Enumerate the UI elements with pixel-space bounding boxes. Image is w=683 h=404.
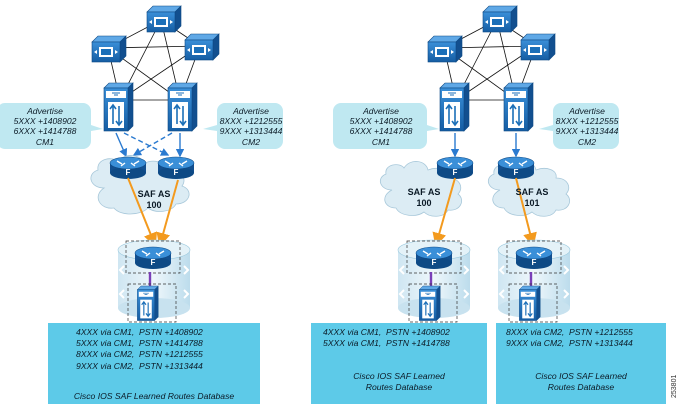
cm2-server-icon: [503, 82, 534, 132]
route-row: 5XXX via CM1, PSTN +1414788: [76, 338, 203, 349]
cm-server-db-b-icon: [518, 285, 541, 322]
learned-routes-database: 4XXX via CM1, PSTN +1408902 5XXX via CM1…: [48, 323, 260, 404]
router-letter: F: [453, 168, 458, 177]
switch-left-icon: [91, 35, 127, 63]
route-row: 4XXX via CM1, PSTN +1408902: [323, 327, 450, 337]
figure-id: 253801: [671, 374, 678, 398]
learned-routes-database-a: 4XXX via CM1, PSTN +1408902 5XXX via CM1…: [311, 323, 487, 404]
router-letter: F: [432, 258, 437, 267]
router-letter: F: [174, 168, 179, 177]
cloud-label: SAF AS 100: [137, 189, 171, 210]
cm2-server-icon: [167, 82, 198, 132]
route-row: 8XXX via CM2, PSTN +1212555: [76, 349, 203, 360]
switch-top-icon: [146, 5, 182, 33]
cm-server-db-icon: [136, 285, 159, 322]
router-dashed-box: [125, 240, 181, 274]
learned-routes-database-b: 8XXX via CM2, PSTN +1212555 9XXX via CM2…: [496, 323, 666, 404]
route-row: 4XXX via CM1, PSTN +1408902: [76, 327, 203, 337]
advertise-callout-cm1: [0, 103, 103, 149]
switch-left-icon: [427, 35, 463, 63]
router-letter: F: [532, 258, 537, 267]
cloud-label-100: SAF AS 100: [407, 187, 441, 208]
advertise-callout-cm1: [333, 103, 439, 149]
cm-server-db-a-icon: [418, 285, 441, 322]
callout-cm2-text: Advertise 8XXX +1212555 9XXX +1313444 CM…: [219, 106, 283, 147]
server-dashed-box: [408, 283, 458, 323]
server-dashed-box: [508, 283, 558, 323]
advertise-callout-cm2: [203, 103, 283, 149]
router-letter: F: [126, 168, 131, 177]
server-dashed-box: [127, 283, 177, 323]
switch-right-icon: [520, 33, 556, 61]
cm1-server-icon: [103, 82, 134, 132]
router-letter: F: [151, 258, 156, 267]
cm1-server-icon: [439, 82, 470, 132]
callout-cm1-text: Advertise 5XXX +1408902 6XXX +1414788 CM…: [13, 106, 77, 147]
route-row: 9XXX via CM2, PSTN +1313444: [506, 338, 633, 349]
switch-right-icon: [184, 33, 220, 61]
route-row: 8XXX via CM2, PSTN +1212555: [506, 327, 633, 337]
cloud-label-101: SAF AS 101: [515, 187, 549, 208]
database-caption-a: Cisco IOS SAF Learned Routes Database: [353, 371, 445, 393]
database-caption-b: Cisco IOS SAF Learned Routes Database: [535, 371, 627, 393]
router-dashed-box: [506, 240, 562, 274]
callout-cm2-text: Advertise 8XXX +1212555 9XXX +1313444 CM…: [555, 106, 619, 147]
callout-cm1-text: Advertise 5XXX +1408902 6XXX +1414788 CM…: [349, 106, 413, 147]
database-caption: Cisco IOS SAF Learned Routes Database: [73, 391, 235, 401]
router-dashed-box: [406, 240, 462, 274]
advertise-callout-cm2: [539, 103, 619, 149]
switch-top-icon: [482, 5, 518, 33]
route-row: 5XXX via CM1, PSTN +1414788: [323, 338, 450, 349]
route-row: 9XXX via CM2, PSTN +1313444: [76, 360, 203, 371]
router-letter: F: [514, 168, 519, 177]
